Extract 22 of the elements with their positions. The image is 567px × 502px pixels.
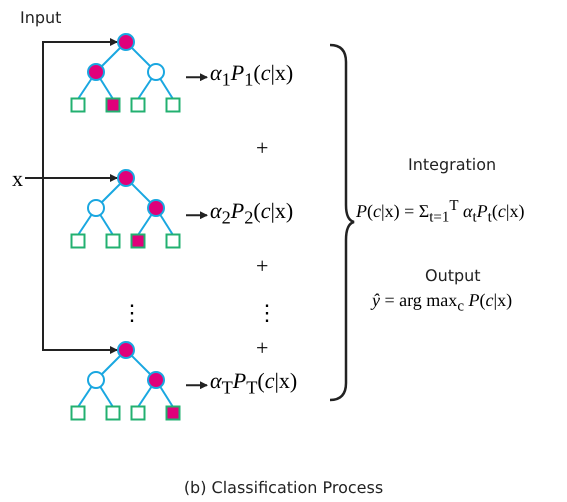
plus-sign: + — [256, 253, 268, 279]
vertical-ellipsis: ⋮ — [256, 300, 278, 326]
integration-heading: Integration — [408, 155, 496, 174]
input-variable: x — [12, 166, 23, 192]
arrow — [186, 73, 208, 82]
plus-sign: + — [256, 135, 268, 161]
formula: α$_{2}$P$_{2}$(c|x) — [210, 198, 294, 228]
arrow — [186, 381, 208, 390]
formula: α$_{1}$P$_{1}$(c|x) — [210, 60, 294, 90]
decision-tree-drawing — [70, 340, 182, 422]
vertical-ellipsis: ⋮ — [121, 300, 143, 326]
decision-tree-drawing — [70, 32, 182, 114]
caption: (b) Classification Process — [182, 478, 384, 497]
decision-tree-drawing — [70, 168, 182, 250]
input-heading: Input — [20, 8, 62, 27]
arrow — [25, 177, 118, 354]
output-heading: Output — [425, 266, 481, 285]
plus-sign: + — [256, 335, 268, 361]
arrow — [186, 211, 208, 220]
argmax-formula: ŷ = arg max$_{c}$ P(c|x) — [372, 290, 512, 316]
formula: α$_{T}$P$_{T}$(c|x) — [210, 368, 298, 398]
sum-formula: P(c|x) = Σ$_{t=1}$$^{T}$ α$_{t}$P$_{t}$(c|x) — [356, 198, 524, 227]
